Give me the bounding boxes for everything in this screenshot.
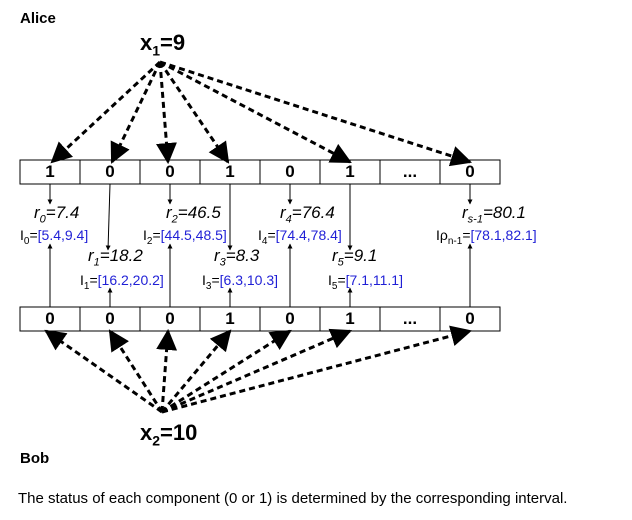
bob-array-frame (19, 306, 501, 332)
bob-fan-arrows (44, 325, 473, 414)
alice-label: Alice (20, 10, 56, 27)
bob-label: Bob (20, 450, 50, 467)
interval-i2: I2=[44.5,48.5] (143, 227, 227, 247)
alice-input-label: x1=9 (140, 30, 186, 59)
bob-bit-cell: 0 (285, 309, 295, 328)
random-r4: r4=76.4 (280, 203, 335, 226)
bob-ellipsis-cell: ... (402, 309, 418, 328)
bob-bit-cell: 0 (45, 309, 55, 328)
interval-i4: I4=[74.4,78.4] (258, 227, 342, 247)
alice-fan-arrows (50, 60, 472, 167)
alice-bit-cell: 0 (165, 162, 175, 181)
bob-bit-cell: 0 (165, 309, 175, 328)
alice-ellipsis-cell: ... (402, 162, 418, 181)
interval-ipn-1: Iρn-1=[78.1,82.1] (436, 227, 537, 247)
bob-bit-cell: 1 (225, 309, 235, 328)
alice-bit-cell: 1 (45, 162, 55, 181)
random-r3: r3=8.3 (214, 246, 260, 269)
interval-i3: I3=[6.3,10.3] (202, 272, 279, 292)
alice-bit-cell: 0 (465, 162, 475, 181)
bob-to-interval-arrows (47, 243, 473, 307)
caption: The status of each component (0 or 1) is… (18, 490, 568, 507)
bob-bit-cell: 0 (105, 309, 115, 328)
alice-bit-cell: 0 (105, 162, 115, 181)
bob-input-label: x2=10 (140, 420, 198, 449)
alice-bit-cell: 0 (285, 162, 295, 181)
alice-array-frame (19, 159, 501, 185)
interval-i0: I0=[5.4,9.4] (20, 227, 89, 247)
random-r5: r5=9.1 (332, 246, 378, 269)
random-r0: r0=7.4 (34, 203, 80, 226)
bob-bit-cell: 0 (465, 309, 475, 328)
alice-bit-cell: 1 (345, 162, 355, 181)
interval-i1: I1=[16.2,20.2] (80, 272, 164, 292)
random-rs-1: rs-1=80.1 (462, 203, 526, 226)
bob-bit-cell: 1 (345, 309, 355, 328)
random-r1: r1=18.2 (88, 246, 143, 269)
alice-to-random-arrows (47, 183, 473, 251)
alice-bit-cell: 1 (225, 162, 235, 181)
random-r2: r2=46.5 (166, 203, 221, 226)
interval-i5: I5=[7.1,11.1] (328, 272, 403, 292)
